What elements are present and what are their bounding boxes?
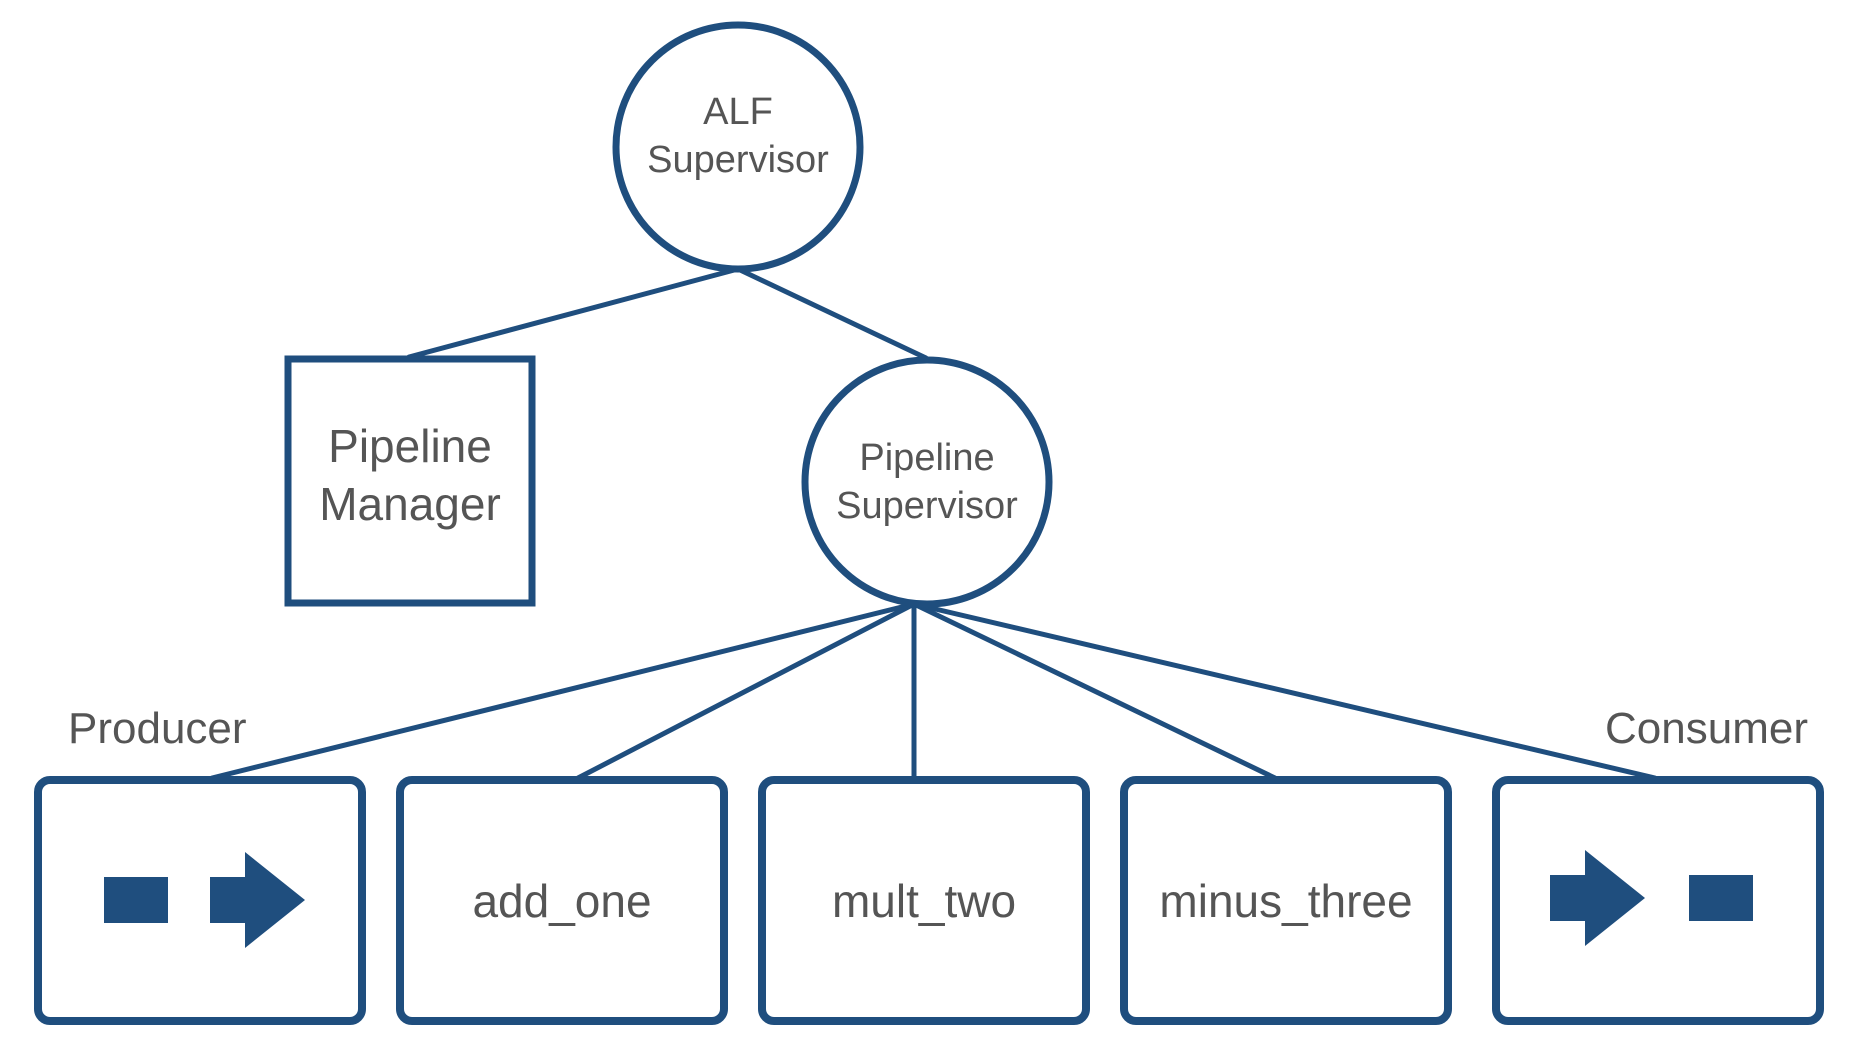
consumer-caption: Consumer bbox=[1605, 704, 1808, 753]
edge-alf-to-pipeline-supervisor bbox=[735, 266, 929, 361]
producer-node[interactable] bbox=[34, 776, 366, 1025]
pipeline-manager-label-line2: Manager bbox=[319, 478, 501, 530]
mult-two-node[interactable]: mult_two bbox=[758, 776, 1090, 1025]
source-to-arrow-icon bbox=[104, 852, 305, 948]
alf-supervisor-label-line1: ALF bbox=[703, 91, 773, 133]
pipeline-supervisor-node[interactable]: Pipeline Supervisor bbox=[801, 356, 1053, 608]
producer-caption: Producer bbox=[68, 704, 247, 753]
pipeline-supervisor-label-line2: Supervisor bbox=[836, 485, 1018, 527]
edge-supervisor-to-minus-three bbox=[911, 601, 1278, 781]
pipeline-manager-label-line1: Pipeline bbox=[328, 420, 492, 472]
arrow-to-sink-icon bbox=[1550, 850, 1753, 946]
alf-supervisor-node[interactable]: ALF Supervisor bbox=[612, 21, 864, 273]
edge-supervisor-to-producer bbox=[209, 601, 917, 781]
add-one-label: add_one bbox=[472, 875, 651, 927]
consumer-node[interactable] bbox=[1492, 776, 1824, 1025]
add-one-node[interactable]: add_one bbox=[396, 776, 728, 1025]
edge-alf-to-pipeline-manager bbox=[406, 266, 741, 360]
edge-supervisor-to-consumer bbox=[911, 601, 1658, 781]
minus-three-node[interactable]: minus_three bbox=[1120, 776, 1452, 1025]
edge-supervisor-to-add-one bbox=[575, 601, 917, 781]
pipeline-supervisor-label-line1: Pipeline bbox=[859, 437, 994, 479]
alf-supervisor-label-line2: Supervisor bbox=[647, 139, 829, 181]
minus-three-label: minus_three bbox=[1159, 875, 1412, 927]
pipeline-manager-node[interactable]: Pipeline Manager bbox=[284, 355, 536, 607]
mult-two-label: mult_two bbox=[832, 875, 1016, 927]
tree-connectors bbox=[209, 266, 1658, 781]
